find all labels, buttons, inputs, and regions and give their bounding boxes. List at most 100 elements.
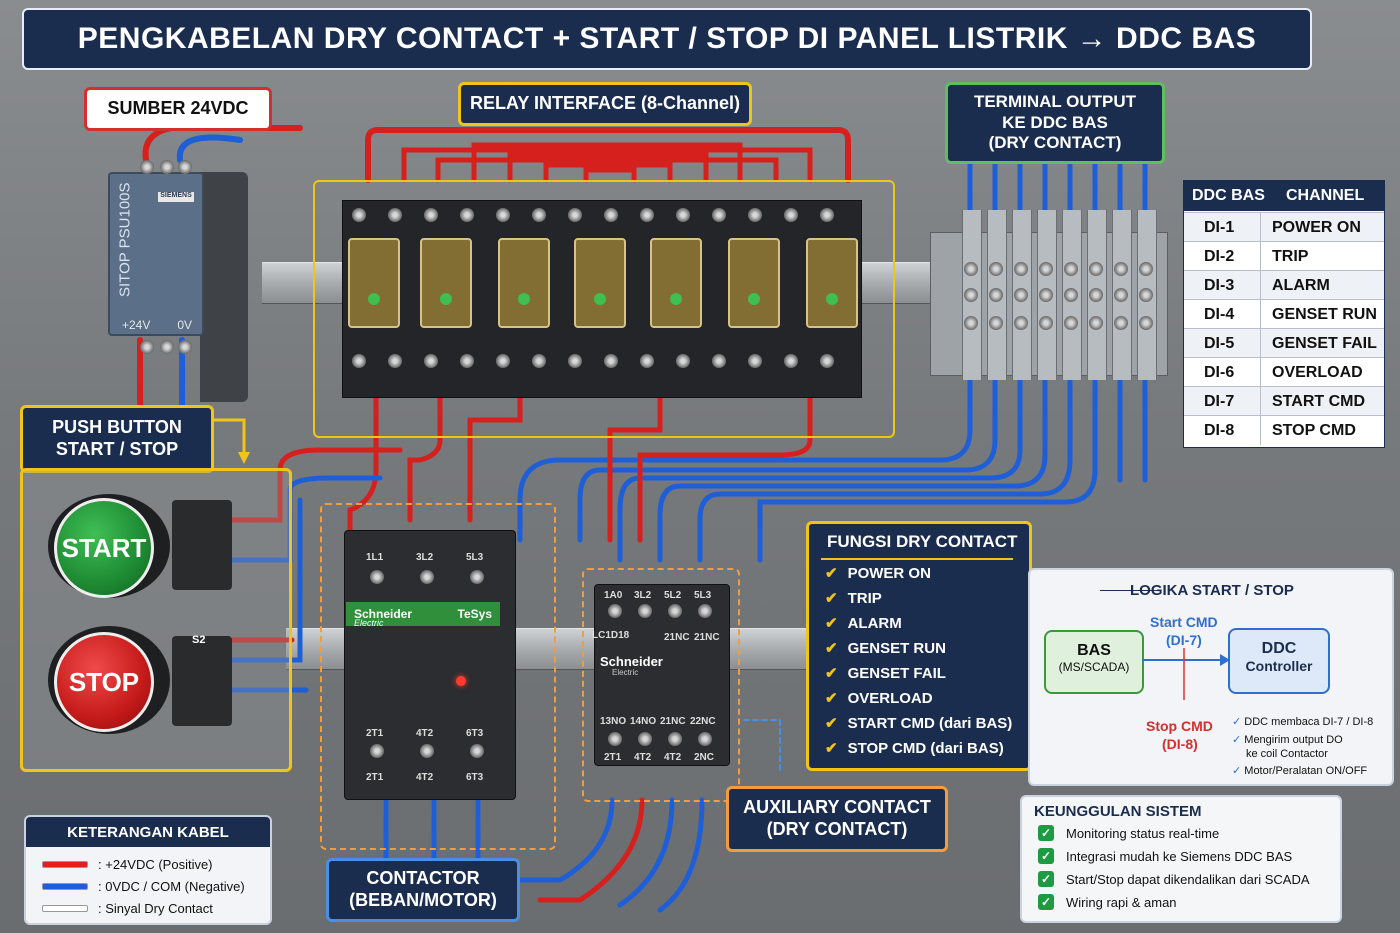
wire-blue [517,797,615,883]
screw-icon [1064,316,1078,330]
table-header-ddc: DDC BAS [1192,187,1265,204]
legend-item-label: : Sinyal Dry Contact [98,901,213,916]
legend-item: : +24VDC (Positive) [42,857,213,872]
start-button[interactable]: START [54,498,154,598]
wire-blue [657,377,1048,563]
screw-icon [420,744,434,758]
fungsi-item-label: GENSET RUN [847,640,946,657]
keunggulan-item-label: Integrasi mudah ke Siemens DDC BAS [1066,848,1293,864]
psu-side [200,172,248,402]
table-cell-channel: POWER ON [1272,219,1361,236]
legend-item-label: : 0VDC / COM (Negative) [98,879,245,894]
screw-icon [140,160,154,174]
wire-red [471,142,743,183]
contactor-frame [320,503,556,850]
ddc-box: DDC Controller [1228,628,1330,694]
wire-red [543,162,673,183]
screw-icon [388,208,402,222]
screw-icon [608,604,622,618]
table-divider [1260,242,1261,271]
screw-icon [460,208,474,222]
check-icon: ✔ [825,615,838,632]
cable-swatch-icon [42,861,88,868]
screw-icon [748,354,762,368]
logic-title-line-left [1100,590,1160,591]
table-cell-di: DI-3 [1204,277,1235,294]
wire-red [637,377,813,543]
screw-icon [1114,316,1128,330]
keunggulan-item: ✓Monitoring status real-time [1038,825,1219,841]
screw-icon [668,604,682,618]
start-cmd-label: Start CMD [1150,614,1218,630]
stop-cmd-label: Stop CMD [1146,718,1213,734]
screw-icon [676,208,690,222]
relay-led-icon [368,293,380,306]
label-contactor: CONTACTOR (BEBAN/MOTOR) [326,858,520,922]
screw-icon [1064,262,1078,276]
check-icon: ✔ [825,640,838,657]
logic-note: ke coil Contactor [1246,747,1328,760]
aux-frame [582,568,740,802]
screw-icon [638,732,652,746]
table-cell-di: DI-5 [1204,335,1235,352]
keunggulan-item-label: Start/Stop dapat dikendalikan dari SCADA [1066,871,1310,887]
wire-red [435,157,779,183]
screw-icon [568,354,582,368]
aux-contactor-brand: Schneider [600,654,663,669]
arrow-pb [208,418,246,457]
wire-red [401,147,813,183]
screw-icon [496,354,510,368]
aux-contactor-brand-sub: Electric [612,668,639,677]
logic-panel: LOGIKA START / STOP BAS (MS/SCADA) DDC C… [1028,568,1394,786]
screw-icon [352,354,366,368]
screw-icon [964,316,978,330]
keunggulan-item: ✓Wiring rapi & aman [1038,894,1177,910]
terminal-label: 1L1 [366,552,384,563]
psu-zero: 0V [177,318,192,332]
screw-icon [784,354,798,368]
check-icon: ✓ [1232,765,1242,778]
screw-icon [470,744,484,758]
logic-note: ✓ Motor/Peralatan ON/OFF [1232,765,1368,778]
wire-blue [697,377,1073,563]
check-icon: ✔ [825,715,838,732]
fungsi-item: ✔GENSET FAIL [825,664,946,682]
stop-button[interactable]: STOP [54,632,154,732]
relay-cube [420,238,472,328]
screw-icon [352,208,366,222]
screw-icon [964,262,978,276]
terminal-label: 21NC [694,632,720,643]
screw-icon [638,604,652,618]
terminal-label: 1A0 [604,590,623,601]
cable-legend: KETERANGAN KABEL : +24VDC (Positive): 0V… [24,815,272,925]
logic-arrows [1142,648,1230,700]
terminal-label: 4T2 [416,728,434,739]
screw-icon [712,354,726,368]
label-terminal-output: TERMINAL OUTPUT KE DDC BAS (DRY CONTACT) [945,82,1165,164]
screw-icon [1114,288,1128,302]
check-icon: ✓ [1232,733,1242,746]
fungsi-item-label: POWER ON [847,565,931,582]
start-cmd-di: (DI-7) [1166,632,1202,648]
fungsi-item-label: STOP CMD (dari BAS) [847,740,1004,757]
wire-blue [617,797,675,908]
screw-icon [989,316,1003,330]
table-header: DDC BAS CHANNEL [1184,181,1384,211]
logic-title: LOGIKA START / STOP [1130,582,1294,599]
wire-blue [517,377,973,543]
screw-icon [989,262,1003,276]
logic-notes: ✓ DDC membaca DI-7 / DI-8 ✓ Mengirim out… [1232,716,1373,779]
screw-icon [160,340,174,354]
bas-label: BAS [1077,642,1111,659]
screw-icon [1089,316,1103,330]
table-cell-channel: TRIP [1272,248,1309,265]
legend-item: : Sinyal Dry Contact [42,901,213,916]
